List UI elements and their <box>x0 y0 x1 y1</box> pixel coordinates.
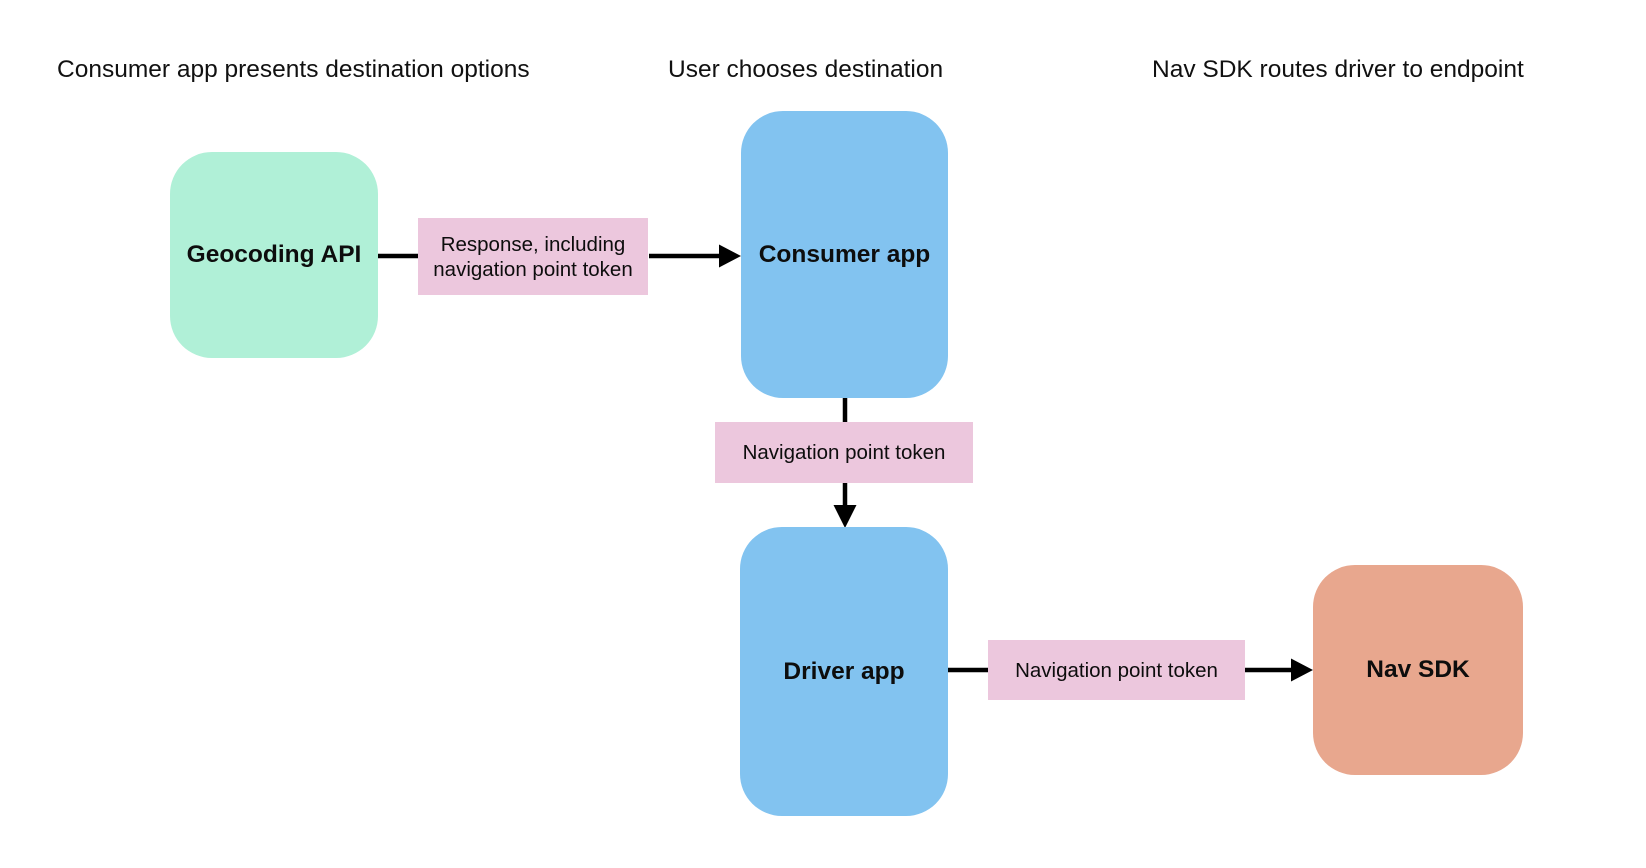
node-driver-app: Driver app <box>740 527 948 816</box>
edge-label-response-token: Response, including navigation point tok… <box>418 218 648 295</box>
node-nav-sdk-label: Nav SDK <box>1366 656 1470 683</box>
edge-label-navigation-point-token-1: Navigation point token <box>715 422 973 483</box>
arrowhead-to-driver-icon <box>833 505 857 528</box>
edge-label-navigation-point-token-2: Navigation point token <box>988 640 1245 700</box>
node-geocoding-api: Geocoding API <box>170 152 378 358</box>
node-consumer-app-label: Consumer app <box>758 240 931 268</box>
node-geocoding-api-label: Geocoding API <box>186 241 362 268</box>
phase-label-navsdk-routes: Nav SDK routes driver to endpoint <box>1152 56 1524 83</box>
node-nav-sdk: Nav SDK <box>1313 565 1523 775</box>
phase-label-user-chooses: User chooses destination <box>668 56 944 83</box>
node-driver-app-label: Driver app <box>783 657 905 685</box>
phase-label-consumer-presents: Consumer app presents destination option… <box>57 56 530 83</box>
arrowhead-to-navsdk-icon <box>1291 658 1313 682</box>
node-consumer-app: Consumer app <box>741 111 948 398</box>
edge-label-navigation-point-token-1-text: Navigation point token <box>742 441 946 464</box>
edge-label-navigation-point-token-2-text: Navigation point token <box>1015 658 1218 682</box>
arrowhead-to-consumer-icon <box>719 244 741 268</box>
edge-label-response-token-text: Response, including navigation point tok… <box>433 232 633 281</box>
